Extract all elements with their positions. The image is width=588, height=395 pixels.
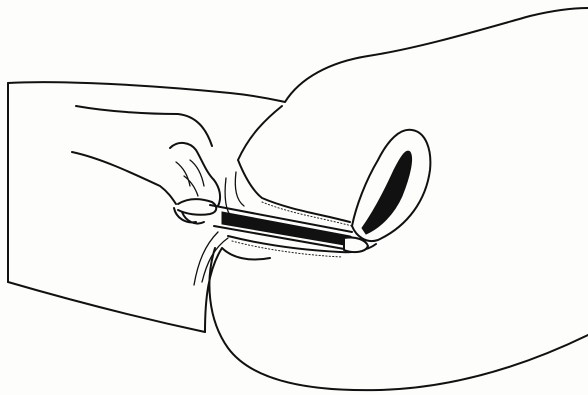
leg-lower-edge: [8, 282, 205, 332]
posterior-wall: [238, 106, 350, 222]
inner-fold-1: [194, 232, 218, 285]
finger-crease-1: [176, 162, 190, 186]
inner-fold-3: [225, 178, 232, 218]
forearm-lower: [72, 152, 176, 204]
anterior-wall-texture: [232, 241, 342, 257]
lower-body-outline: [209, 248, 588, 390]
finger-crease-3: [184, 176, 198, 196]
forearm-upper: [76, 106, 212, 146]
thumb: [178, 199, 216, 215]
leg-outline: [8, 8, 588, 102]
finger-crease-2: [190, 160, 204, 186]
inner-fold-4: [235, 172, 244, 206]
hand-back: [170, 143, 220, 206]
